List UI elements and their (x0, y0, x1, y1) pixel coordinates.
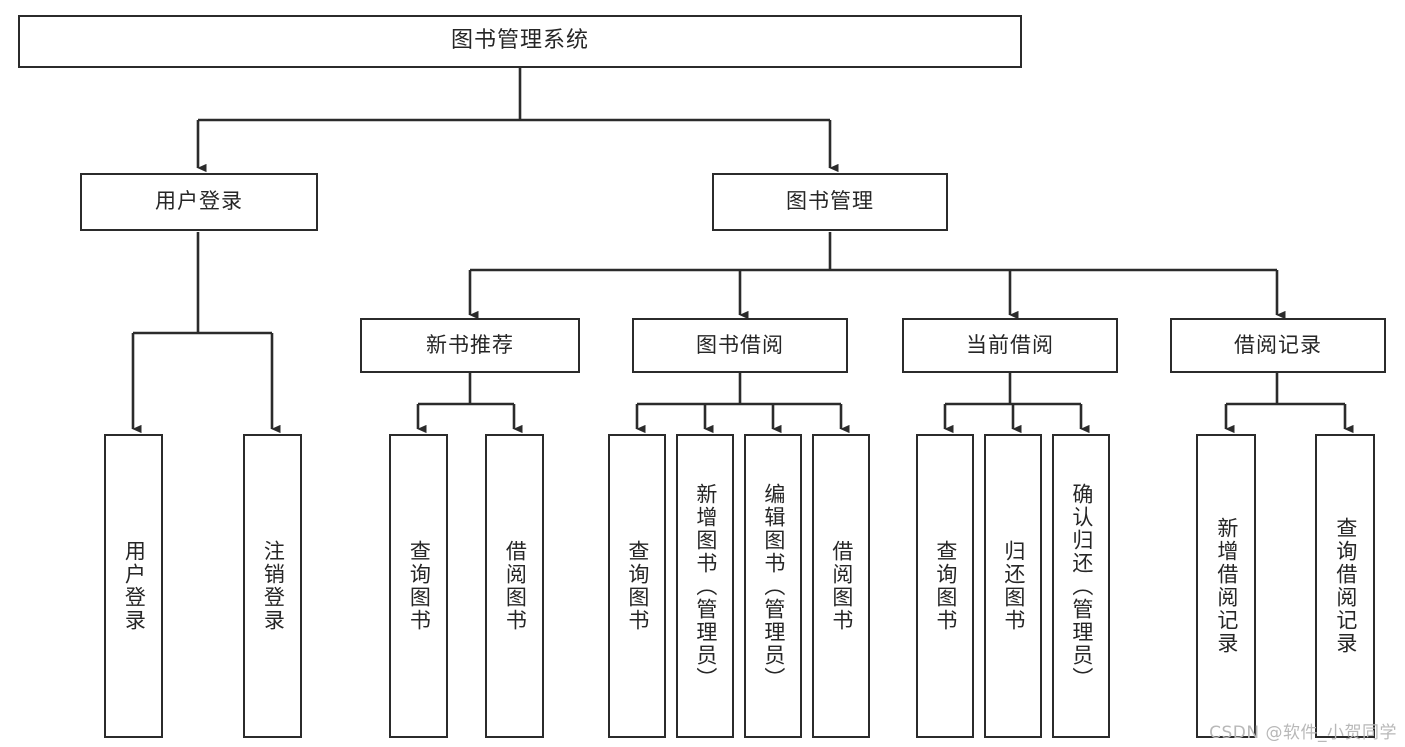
node-leaf-logout-login-label: 注销登录 (261, 540, 286, 632)
node-leaf-confirm-return-label: 确认归还（管理员） (1069, 482, 1094, 690)
node-leaf-return-book-label: 归还图书 (1001, 540, 1026, 632)
node-leaf-add-book[interactable]: 新增图书（管理员） (676, 434, 734, 738)
node-user-login[interactable]: 用户登录 (80, 173, 318, 231)
node-leaf-return-book[interactable]: 归还图书 (984, 434, 1042, 738)
node-leaf-user-login[interactable]: 用户登录 (104, 434, 163, 738)
node-leaf-borrow-book-2[interactable]: 借阅图书 (812, 434, 870, 738)
node-new-book-recommend[interactable]: 新书推荐 (360, 318, 580, 373)
node-leaf-query-book-3[interactable]: 查询图书 (916, 434, 974, 738)
node-book-borrow[interactable]: 图书借阅 (632, 318, 848, 373)
node-leaf-add-record-label: 新增借阅记录 (1214, 517, 1239, 655)
node-leaf-query-book-3-label: 查询图书 (933, 540, 958, 632)
node-leaf-query-record[interactable]: 查询借阅记录 (1315, 434, 1375, 738)
node-root[interactable]: 图书管理系统 (18, 15, 1022, 68)
node-leaf-borrow-book-1[interactable]: 借阅图书 (485, 434, 544, 738)
node-borrow-record[interactable]: 借阅记录 (1170, 318, 1386, 373)
node-leaf-add-record[interactable]: 新增借阅记录 (1196, 434, 1256, 738)
node-root-label: 图书管理系统 (450, 28, 589, 54)
node-leaf-user-login-label: 用户登录 (122, 540, 147, 632)
node-current-borrow-label: 当前借阅 (966, 332, 1054, 357)
node-user-login-label: 用户登录 (155, 189, 243, 214)
node-leaf-query-book-2-label: 查询图书 (625, 540, 650, 632)
node-leaf-confirm-return[interactable]: 确认归还（管理员） (1052, 434, 1110, 738)
node-book-manage[interactable]: 图书管理 (712, 173, 948, 231)
node-leaf-edit-book-label: 编辑图书（管理员） (761, 482, 786, 690)
node-leaf-query-record-label: 查询借阅记录 (1333, 517, 1358, 655)
node-leaf-query-book-1-label: 查询图书 (407, 540, 432, 632)
node-leaf-query-book-1[interactable]: 查询图书 (389, 434, 448, 738)
watermark-text: CSDN @软件_小贺同学 (1209, 723, 1397, 743)
node-leaf-edit-book[interactable]: 编辑图书（管理员） (744, 434, 802, 738)
node-leaf-logout-login[interactable]: 注销登录 (243, 434, 302, 738)
node-book-manage-label: 图书管理 (786, 189, 874, 214)
node-leaf-query-book-2[interactable]: 查询图书 (608, 434, 666, 738)
node-current-borrow[interactable]: 当前借阅 (902, 318, 1118, 373)
node-borrow-record-label: 借阅记录 (1234, 332, 1322, 357)
node-leaf-borrow-book-2-label: 借阅图书 (829, 540, 854, 632)
node-leaf-borrow-book-1-label: 借阅图书 (503, 540, 528, 632)
node-new-book-recommend-label: 新书推荐 (426, 332, 514, 357)
node-leaf-add-book-label: 新增图书（管理员） (693, 482, 718, 690)
node-book-borrow-label: 图书借阅 (696, 332, 784, 357)
